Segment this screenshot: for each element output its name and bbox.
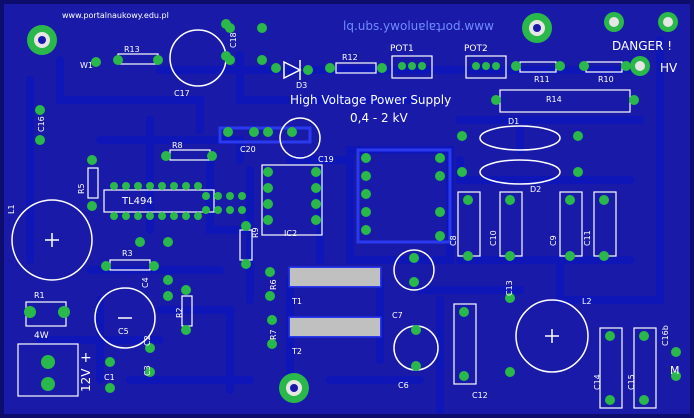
- ref-l2: L2: [582, 297, 592, 306]
- ref-r5: R5: [77, 183, 86, 194]
- ref-c2: C2: [143, 335, 152, 346]
- ref-c13: C13: [505, 280, 514, 296]
- ref-c8: C8: [449, 235, 458, 246]
- ref-t1: T1: [291, 297, 302, 306]
- ref-c15: C15: [627, 374, 636, 390]
- danger-label: DANGER !: [612, 39, 672, 53]
- ref-r8: R8: [172, 141, 183, 150]
- ref-d3: D3: [296, 81, 307, 90]
- ref-r12: R12: [342, 53, 358, 62]
- inductor-l1: [11, 199, 93, 281]
- ref-r7: R7: [269, 329, 278, 340]
- input-voltage-label: 12V: [79, 368, 93, 392]
- ref-ic2: IC2: [284, 229, 297, 238]
- component-refs: R13 R12 R11 R10 R14 C18 C17 C16 C20 C19 …: [7, 32, 670, 400]
- cap-c19: [279, 117, 321, 159]
- ref-c1: C1: [104, 373, 115, 382]
- cap-c7: [393, 249, 435, 291]
- copper-traces: [26, 36, 664, 414]
- silkscreen-labels: www.portalnaukowy.edu.pl lq.ubs.ywoluɐlɐ…: [34, 11, 680, 392]
- m-label: M: [670, 364, 680, 377]
- diodes: [283, 60, 561, 185]
- ic-tl494-label: TL494: [121, 196, 153, 207]
- ref-c16b: C16b: [661, 325, 670, 346]
- hv-label: HV: [660, 61, 678, 75]
- ref-c19: C19: [318, 155, 334, 164]
- ref-c11: C11: [583, 230, 592, 246]
- plus-label: +: [80, 350, 92, 366]
- ref-d2: D2: [530, 185, 541, 194]
- ref-c18: C18: [229, 32, 238, 48]
- ic-tl494-body: [103, 189, 215, 213]
- ref-c17: C17: [174, 89, 190, 98]
- ref-c6: C6: [398, 381, 409, 390]
- ref-r11: R11: [534, 75, 550, 84]
- ref-l1: L1: [7, 204, 16, 214]
- pads: [24, 19, 681, 405]
- ref-c3: C3: [143, 365, 152, 376]
- ref-r3: R3: [122, 249, 133, 258]
- inductor-l2: [515, 299, 589, 373]
- ref-c4: C4: [141, 277, 150, 288]
- power-rating-label: 4W: [34, 331, 49, 341]
- title-label: High Voltage Power Supply: [290, 93, 451, 107]
- ref-c10: C10: [489, 230, 498, 246]
- ref-t2: T2: [291, 347, 302, 356]
- ref-r1: R1: [34, 291, 45, 300]
- mirrored-url-label: lq.ubs.ywoluɐlɐʇɹod.www: [343, 19, 494, 33]
- mounting-holes: [27, 12, 678, 403]
- subtitle-label: 0,4 - 2 kV: [350, 111, 408, 125]
- transformers: [290, 268, 380, 336]
- pot2-label: POT2: [464, 44, 488, 54]
- pot2-body: [465, 55, 507, 79]
- ref-r13: R13: [124, 45, 140, 54]
- ref-r14: R14: [546, 95, 562, 104]
- pot1-body: [391, 55, 433, 79]
- ref-c16: C16: [37, 116, 46, 132]
- ref-c9: C9: [549, 235, 558, 246]
- ref-d1: D1: [508, 117, 519, 126]
- website-label: www.portalnaukowy.edu.pl: [62, 11, 169, 20]
- ref-c5: C5: [118, 327, 129, 336]
- ic2-body: [261, 164, 323, 236]
- pot1-label: POT1: [390, 44, 414, 54]
- ref-r2: R2: [175, 307, 184, 318]
- ref-c12: C12: [472, 391, 488, 400]
- cap-c5: [94, 287, 156, 349]
- ref-r10: R10: [598, 75, 614, 84]
- round-plus-signs: [45, 233, 559, 343]
- ref-r9: R9: [251, 227, 260, 238]
- ref-r6: R6: [269, 279, 278, 290]
- ref-c14: C14: [593, 374, 602, 390]
- ref-c7: C7: [392, 311, 403, 320]
- round-components: [11, 29, 589, 373]
- ref-c20: C20: [240, 145, 256, 154]
- ref-w1: W1: [80, 61, 93, 70]
- power-connector: [17, 343, 79, 397]
